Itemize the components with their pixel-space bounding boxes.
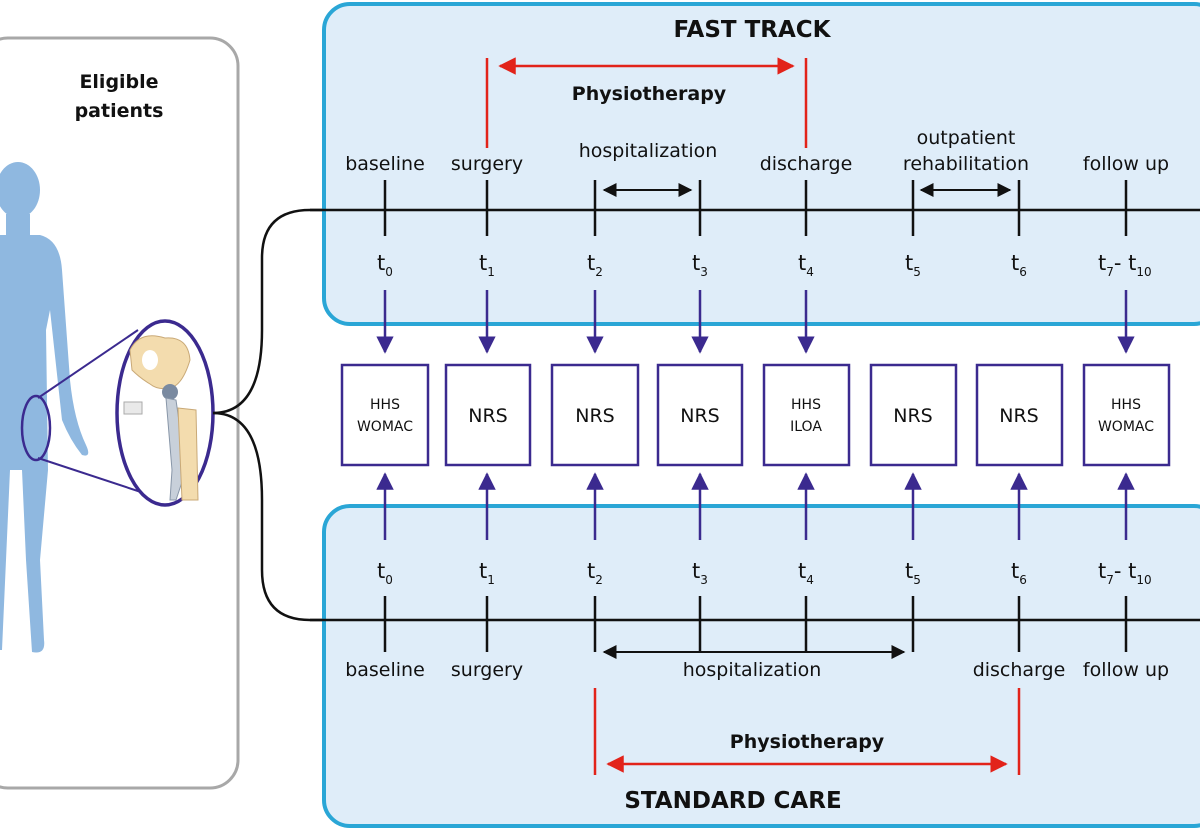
- measure-1-line1: NRS: [468, 405, 507, 427]
- sc-timepoint-1: t1: [479, 559, 495, 587]
- ft-baseline-label: baseline: [345, 153, 425, 175]
- sc-discharge-label: discharge: [973, 659, 1066, 681]
- ft-timepoint-4: t4: [798, 251, 814, 279]
- ft-timepoint-5: t5: [905, 251, 921, 279]
- measure-box-2: [550, 363, 640, 467]
- eligible-label-line2: patients: [75, 100, 164, 122]
- fast-track-physiotherapy-label: Physiotherapy: [572, 83, 727, 105]
- eligible-label-line1: Eligible: [79, 71, 158, 93]
- standard-care-bracket: [212, 411, 1200, 622]
- ft-rehabilitation-label: rehabilitation: [903, 153, 1029, 175]
- ft-discharge-label: discharge: [760, 153, 853, 175]
- ft-timepoint-0: t0: [377, 251, 393, 279]
- measure-box-1: [444, 363, 532, 467]
- ft-timepoint-1: t1: [479, 251, 495, 279]
- measure-0-line2: WOMAC: [357, 419, 413, 435]
- ft-timepoint-6: t6: [1011, 251, 1027, 279]
- measure-box-6: [975, 363, 1064, 467]
- standard-care-panel: STANDARD CARE t0 t1 t2 t3 t4 t5 t6 t7- t…: [322, 504, 1200, 828]
- sc-timepoint-7: t7- t10: [1098, 559, 1152, 587]
- fast-track-title: FAST TRACK: [673, 17, 831, 43]
- measure-3-line1: NRS: [680, 405, 719, 427]
- ft-follow-up-label: follow up: [1083, 153, 1169, 175]
- measure-4-line2: ILOA: [790, 419, 822, 435]
- measure-4-line1: HHS: [791, 397, 821, 413]
- sc-baseline-label: baseline: [345, 659, 425, 681]
- measure-7-line2: WOMAC: [1098, 419, 1154, 435]
- standard-care-measure-arrows: [376, 472, 1135, 540]
- eligible-patients-panel: Eligible patients: [0, 36, 240, 790]
- measure-2-line1: NRS: [575, 405, 614, 427]
- ft-outpatient-label: outpatient: [917, 127, 1016, 149]
- sc-timepoint-4: t4: [798, 559, 814, 587]
- ft-hospitalization-label: hospitalization: [579, 140, 718, 162]
- sc-timepoint-6: t6: [1011, 559, 1027, 587]
- measure-box-7: [1082, 363, 1171, 467]
- measures-row: HHS WOMAC NRS NRS NRS HHS ILOA NRS NRS H…: [340, 290, 1171, 540]
- standard-care-title: STANDARD CARE: [624, 788, 841, 814]
- human-body-icon: [0, 162, 89, 653]
- measure-5-line1: NRS: [893, 405, 932, 427]
- fast-track-measure-arrows: [376, 290, 1135, 354]
- sc-surgery-label: surgery: [451, 659, 523, 681]
- sc-timepoint-2: t2: [587, 559, 603, 587]
- measure-box-3: [656, 363, 744, 467]
- ft-ticks: [383, 180, 1128, 236]
- measure-box-5: [869, 363, 958, 467]
- ft-timepoint-2: t2: [587, 251, 603, 279]
- ft-timepoint-3: t3: [692, 251, 708, 279]
- fast-track-panel: FAST TRACK Physiotherapy baseline surger…: [322, 2, 1200, 326]
- measure-box-4: [762, 363, 851, 467]
- sc-hospitalization-label: hospitalization: [683, 659, 822, 681]
- fast-track-bracket: [212, 208, 1200, 415]
- sc-ticks: [383, 596, 1128, 652]
- ft-timepoint-7: t7- t10: [1098, 251, 1152, 279]
- sc-follow-up-label: follow up: [1083, 659, 1169, 681]
- measure-box-0: [340, 363, 430, 467]
- sc-timepoint-5: t5: [905, 559, 921, 587]
- sc-timepoint-0: t0: [377, 559, 393, 587]
- measure-0-line1: HHS: [370, 397, 400, 413]
- measure-7-line1: HHS: [1111, 397, 1141, 413]
- sc-timepoint-3: t3: [692, 559, 708, 587]
- ft-surgery-label: surgery: [451, 153, 523, 175]
- standard-care-physiotherapy-label: Physiotherapy: [730, 731, 885, 753]
- measure-6-line1: NRS: [999, 405, 1038, 427]
